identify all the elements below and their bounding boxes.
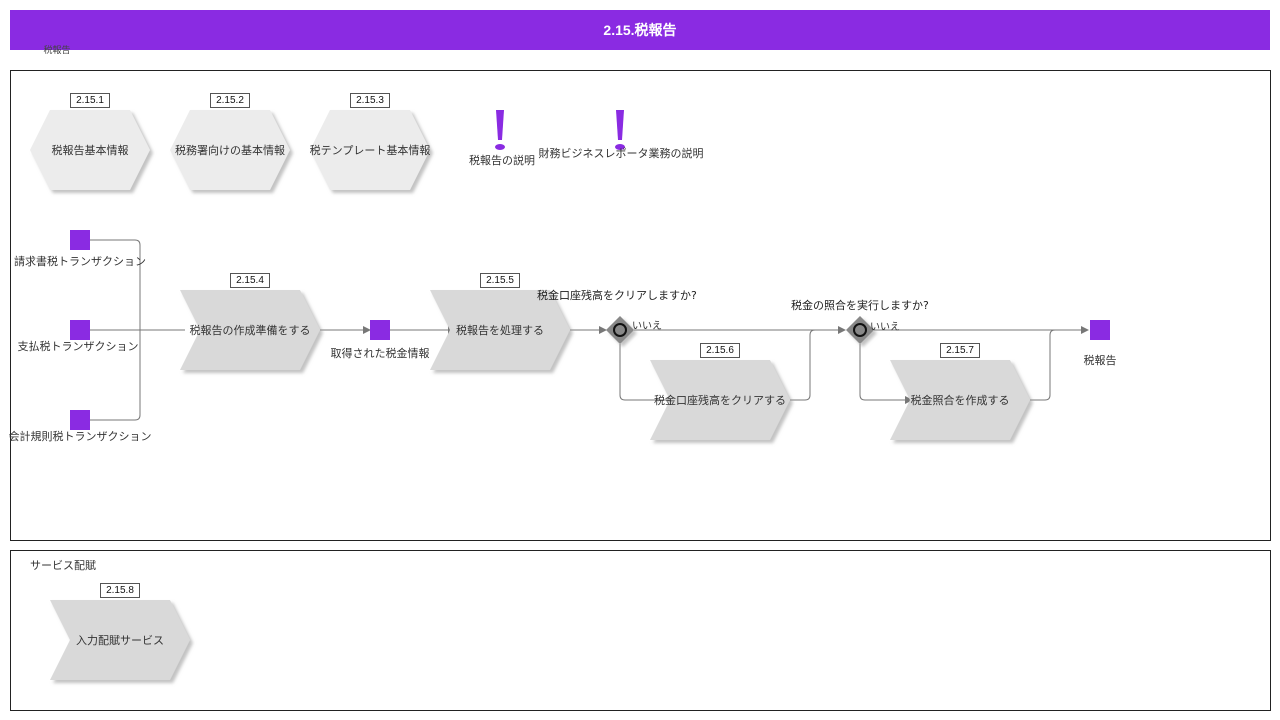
process-label: 税報告を処理する [456,324,544,337]
input-event-square[interactable] [70,320,90,340]
process-id: 2.15.6 [700,343,740,358]
process-chevron-2-15-7[interactable] [890,360,1030,440]
lane-label: 税報告 [43,46,71,56]
process-label: 入力配賦サービス [76,634,164,647]
process-id: 2.15.7 [940,343,980,358]
note-label: 税報告の説明 [469,154,535,167]
info-object-label: 税務署向けの基本情報 [175,144,285,157]
process-chevron-2-15-4[interactable] [180,290,320,370]
process-id: 2.15.5 [480,273,520,288]
intermediate-event-label: 取得された税金情報 [330,347,430,360]
process-id: 2.15.4 [230,273,270,288]
process-chevron-2-15-6[interactable] [650,360,790,440]
process-chevron-2-15-8[interactable] [50,600,190,680]
info-object-label: 税報告基本情報 [51,144,129,157]
gateway-question: 税金の照合を実行しますか? [791,299,929,312]
exclamation-icon[interactable] [615,110,625,150]
output-event-label: 税報告 [1083,354,1117,367]
gateway-no-label: いいえ [632,321,662,332]
input-event-square[interactable] [70,230,90,250]
process-label: 税金照合を作成する [910,394,1010,407]
note-label: 財務ビジネスレポータ業務の説明 [538,147,704,160]
info-object-hexagon-2[interactable] [170,110,290,190]
page-title: 2.15.税報告 [10,10,1270,50]
gateway-question: 税金口座残高をクリアしますか? [537,289,697,302]
info-object-id: 2.15.1 [70,93,110,108]
info-object-hexagon-3[interactable] [310,110,430,190]
info-object-id: 2.15.2 [210,93,250,108]
intermediate-event-square[interactable] [370,320,390,340]
process-label: 税報告の作成準備をする [189,324,311,337]
gateway-diamond[interactable] [846,316,874,344]
input-event-label: 請求書税トランザクション [14,255,146,268]
info-object-id: 2.15.3 [350,93,390,108]
input-event-square[interactable] [70,410,90,430]
input-event-label: 会計規則税トランザクション [8,430,152,443]
gateway-no-label: いいえ [870,322,900,333]
service-pool [10,550,1271,711]
main-pool [10,70,1271,541]
service-pool-label: サービス配賦 [30,559,96,572]
gateway-diamond[interactable] [606,316,634,344]
exclamation-icon[interactable] [495,110,505,150]
info-object-hexagon-1[interactable] [30,110,150,190]
process-id: 2.15.8 [100,583,140,598]
process-label: 税金口座残高をクリアする [654,394,786,407]
info-object-label: 税テンプレート基本情報 [309,144,431,157]
input-event-label: 支払税トランザクション [17,340,139,353]
output-event-square[interactable] [1090,320,1110,340]
process-chevron-2-15-5[interactable] [430,290,570,370]
